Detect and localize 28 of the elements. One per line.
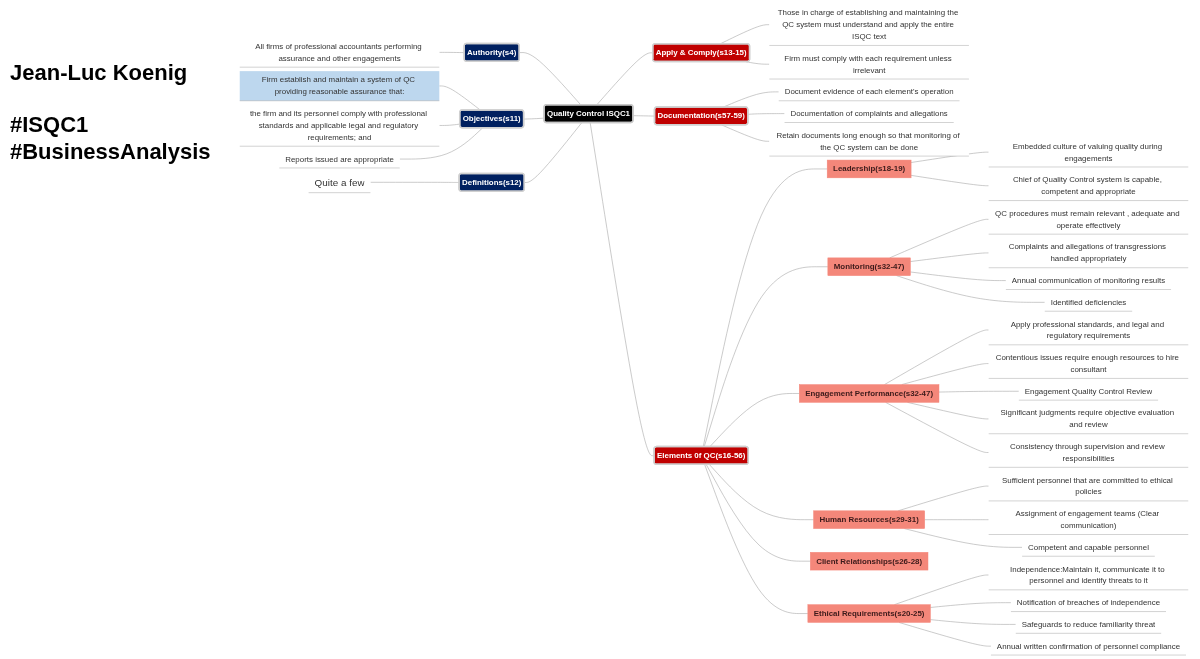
connector — [523, 117, 545, 120]
hashtag: #BusinessAnalysis — [10, 138, 211, 166]
connector — [885, 402, 989, 453]
connector — [721, 124, 770, 142]
connector — [439, 85, 481, 111]
author-name: Jean-Luc Koenig — [10, 60, 188, 87]
connector — [524, 122, 583, 183]
connector — [704, 464, 809, 614]
connector — [703, 266, 829, 448]
connector — [910, 271, 1007, 281]
connector — [706, 464, 811, 562]
connector — [930, 602, 1012, 608]
connector — [370, 182, 460, 183]
connector — [399, 127, 483, 160]
connector — [924, 519, 989, 520]
connector — [709, 464, 814, 520]
connector — [910, 252, 989, 262]
connector — [702, 168, 828, 448]
connector — [519, 52, 582, 106]
connector — [910, 175, 989, 187]
connector — [747, 113, 785, 115]
connector — [589, 122, 655, 456]
connector — [938, 390, 1020, 393]
connector — [930, 619, 1017, 625]
connector — [439, 52, 465, 53]
hashtag: #ISQC1 — [10, 112, 89, 139]
connector — [884, 329, 989, 385]
connector — [709, 393, 800, 448]
